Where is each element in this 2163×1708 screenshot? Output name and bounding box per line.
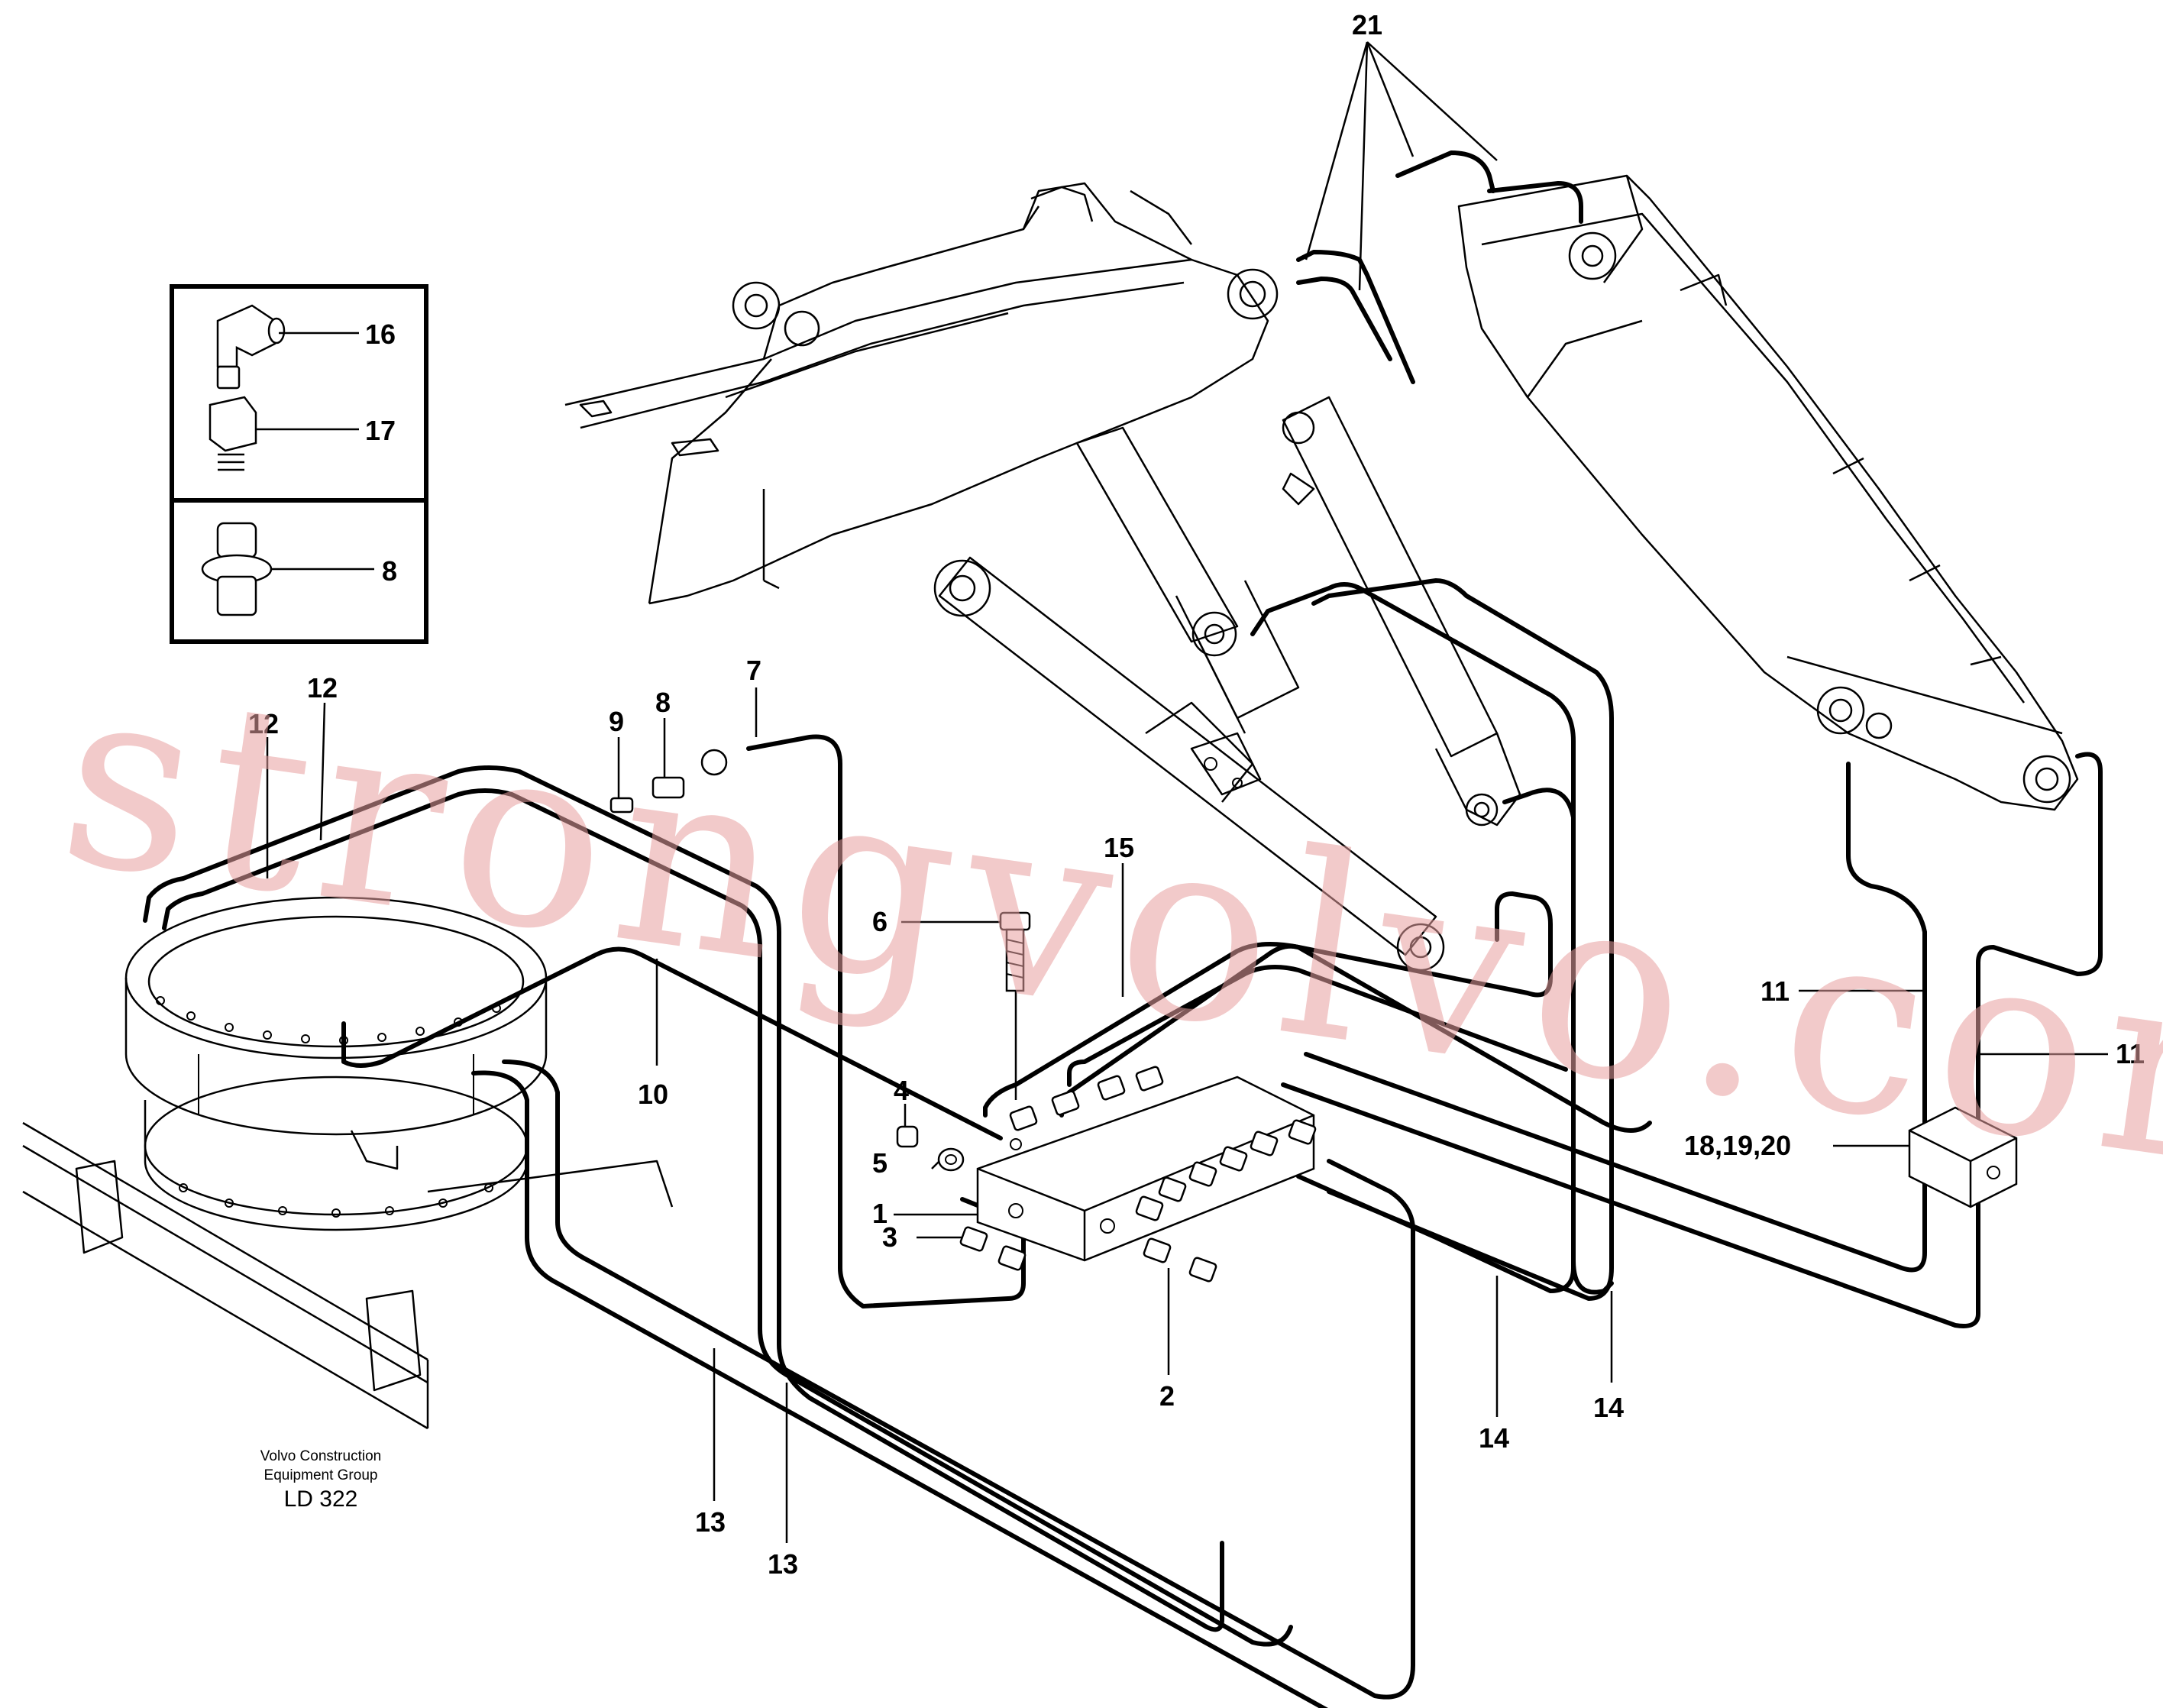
callout-6: 6 [872, 906, 888, 937]
hose-15 [983, 942, 1652, 1133]
callout-21: 21 [1352, 9, 1382, 40]
fitting-7-nut [700, 749, 728, 776]
hose-13b [502, 1059, 1415, 1700]
clamp-block-18-19-20 [1908, 1106, 2018, 1208]
fitting-8 [651, 776, 685, 799]
hose-10 [341, 946, 1003, 1140]
plug-4 [896, 1125, 919, 1148]
callout-10: 10 [638, 1079, 668, 1110]
leader-lines [256, 41, 2108, 1543]
hose-21a [1296, 250, 1415, 384]
hose-11b [1281, 752, 2103, 1328]
callout-3: 3 [882, 1221, 897, 1253]
connector-fitting-8 [201, 522, 273, 616]
publisher-caption: Volvo Construction Equipment Group LD 32… [260, 1448, 381, 1512]
callout-9: 9 [609, 706, 624, 737]
callout-13-left: 13 [695, 1506, 726, 1538]
callout-16: 16 [365, 319, 396, 350]
fitting-9 [609, 797, 634, 814]
hose-21b [1296, 277, 1392, 361]
callout-labels: 21 16 17 8 12 12 9 8 7 15 6 10 4 5 1 3 2… [248, 9, 2145, 1580]
callout-4: 4 [894, 1075, 909, 1106]
callout-14-left: 14 [1479, 1422, 1509, 1454]
callout-13-right: 13 [768, 1548, 798, 1580]
hose-11a [1304, 762, 1927, 1273]
callout-11-right: 11 [2116, 1038, 2145, 1069]
hose-13a [471, 1070, 1328, 1708]
inset-box [170, 284, 428, 644]
washer-5 [937, 1147, 965, 1172]
callout-5: 5 [872, 1147, 888, 1179]
caption-line-1: Volvo Construction [260, 1448, 381, 1464]
callout-15: 15 [1104, 832, 1134, 863]
callout-8-inset: 8 [382, 555, 397, 587]
drawing-code: LD 322 [284, 1486, 358, 1512]
callout-14-right: 14 [1593, 1392, 1624, 1423]
callout-2: 2 [1159, 1380, 1175, 1412]
callout-18-19-20: 18,19,20 [1684, 1130, 1791, 1161]
callout-8: 8 [655, 687, 671, 718]
nut-fitting-17 [209, 396, 257, 471]
hose-14e [1067, 965, 1568, 1087]
frame-rails [22, 1121, 674, 1430]
callout-12-left: 12 [248, 708, 279, 739]
callout-11-left: 11 [1760, 975, 1790, 1007]
callout-7: 7 [746, 655, 761, 686]
boom-arm-assembly [564, 174, 2079, 972]
hose-14b [1502, 788, 1614, 1295]
block-fittings [959, 1066, 1317, 1283]
hose-21d [1487, 181, 1583, 224]
caption-line-2: Equipment Group [264, 1467, 378, 1483]
callout-12-right: 12 [307, 672, 338, 704]
distribution-block [976, 1076, 1315, 1262]
hose-21c [1395, 150, 1495, 193]
hose-14c [1311, 578, 1614, 1301]
elbow-fitting-16 [216, 304, 286, 390]
callout-1: 1 [872, 1198, 888, 1229]
hose-12a [143, 765, 1224, 1632]
hose-12b [162, 788, 1293, 1647]
callout-17: 17 [365, 415, 396, 446]
